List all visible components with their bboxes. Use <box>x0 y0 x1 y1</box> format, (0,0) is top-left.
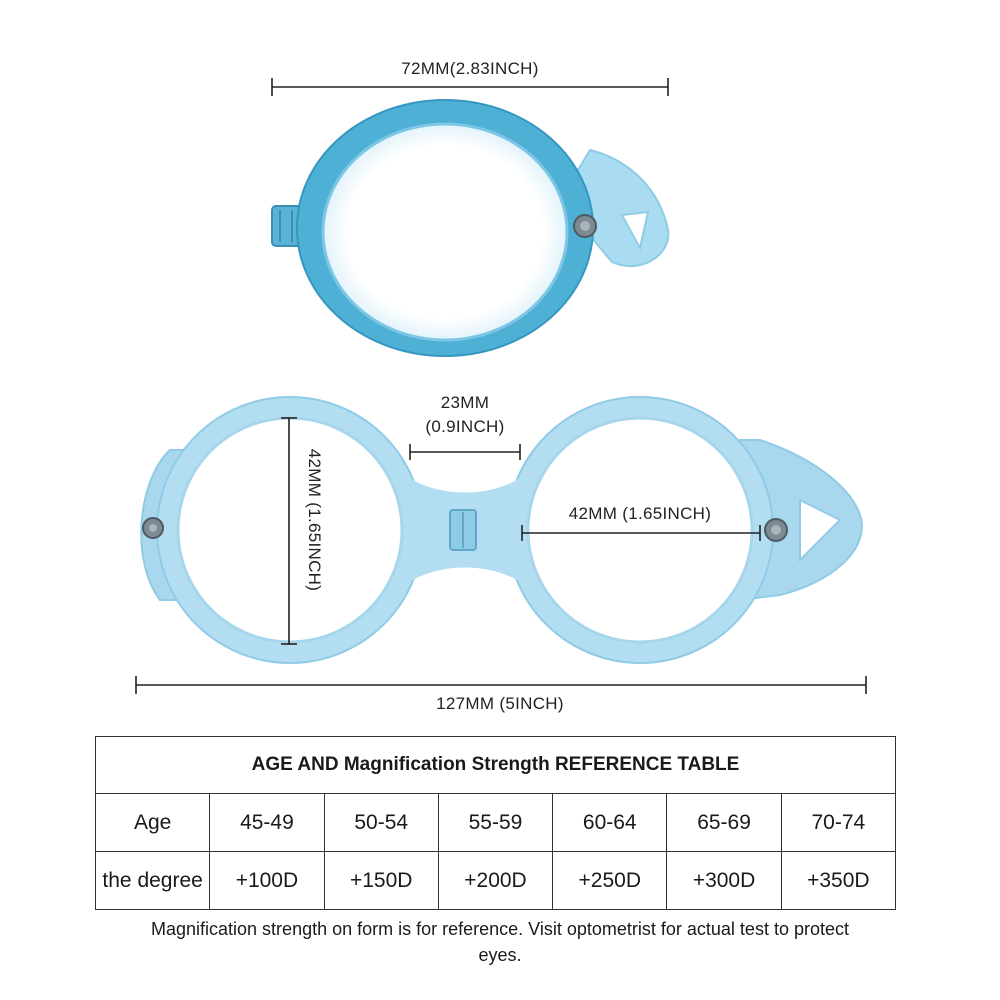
degree-cell: +100D <box>209 851 325 910</box>
table-title-row: AGE AND Magnification Strength REFERENCE… <box>95 736 896 794</box>
degree-cell: +250D <box>552 851 668 910</box>
age-row: Age 45-49 50-54 55-59 60-64 65-69 70-74 <box>94 793 897 852</box>
folded-frame <box>271 99 670 357</box>
reference-note: Magnification strength on form is for re… <box>151 919 849 965</box>
degree-cell: +350D <box>780 851 897 910</box>
left-lens <box>176 416 404 644</box>
bridge-width-inch-label: (0.9INCH) <box>425 417 505 436</box>
total-width-label: 127MM (5INCH) <box>436 694 564 713</box>
age-cell: 65-69 <box>666 793 782 852</box>
glasses-illustration <box>135 78 867 694</box>
table-title: AGE AND Magnification Strength REFERENCE… <box>95 736 896 794</box>
folded-frame-lens <box>321 122 569 342</box>
degree-cell: +200D <box>437 851 554 910</box>
age-cell: 50-54 <box>323 793 439 852</box>
degree-cell: +300D <box>666 851 782 910</box>
unfolded-glasses <box>140 396 864 664</box>
right-lens <box>526 416 754 644</box>
lens-width-label: 42MM (1.65INCH) <box>568 504 712 523</box>
age-cell: 70-74 <box>780 793 897 852</box>
age-label: Age <box>94 793 211 852</box>
degree-row: the degree +100D +150D +200D +250D +300D… <box>94 851 897 910</box>
age-cell: 60-64 <box>552 793 668 852</box>
reference-table: AGE AND Magnification Strength REFERENCE… <box>94 736 897 910</box>
bridge-width-label: 23MM <box>440 393 490 412</box>
top-frame-width-label: 72MM(2.83INCH) <box>401 59 539 78</box>
degree-label: the degree <box>94 851 211 910</box>
age-cell: 55-59 <box>437 793 554 852</box>
lens-height-label: 42MM (1.65INCH) <box>305 448 324 592</box>
degree-cell: +150D <box>323 851 439 910</box>
age-cell: 45-49 <box>209 793 325 852</box>
